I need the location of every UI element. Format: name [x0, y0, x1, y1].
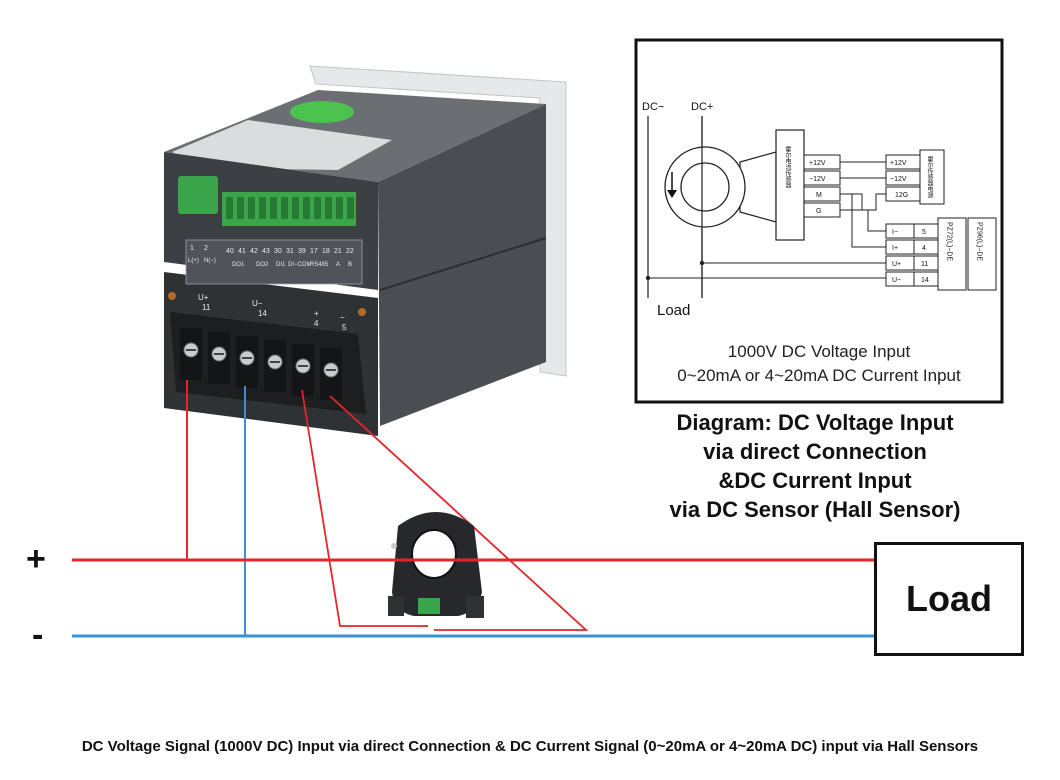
- inset-sensor-vertical-label: 霍尔电流传感器: [784, 146, 791, 189]
- meter-green-sticker: [290, 101, 354, 123]
- load-box-label: Load: [906, 578, 992, 619]
- inset-caption-line1: 1000V DC Voltage Input: [727, 342, 911, 361]
- meter-terminal-number: 30: [274, 248, 282, 255]
- inset-meter-box-a: [937, 217, 967, 291]
- supply-pin-label: +12V: [890, 160, 907, 167]
- current-minus-wire: [329, 395, 589, 631]
- meter-row-name: I+: [892, 245, 898, 252]
- inset-caption: 1000V DC Voltage Input 0~20mA or 4~20mA …: [636, 340, 1002, 388]
- diagram-title: Diagram: DC Voltage Input via direct Con…: [630, 408, 1000, 524]
- meter-top-terminal-labels: L(+) N(−) DO1 DO2 DI1 DI−COM RS485 A B: [188, 258, 352, 268]
- load-box: Load: [874, 542, 1024, 656]
- meter-terminal-number: 11: [202, 303, 211, 312]
- meter-terminal-number: 17: [310, 248, 318, 255]
- meter-terminal-label: A: [336, 262, 340, 268]
- inset-caption-line2: 0~20mA or 4~20mA DC Current Input: [677, 366, 961, 385]
- meter-terminal-number: 22: [346, 248, 354, 255]
- diagram-title-line2: via direct Connection: [703, 439, 927, 464]
- meter-terminal-number: 5: [342, 323, 347, 332]
- minus-sign: -: [32, 616, 44, 654]
- hall-sensor-aperture: [411, 529, 457, 579]
- inset-current-arrow-head: [667, 190, 677, 198]
- meter-row-name: U+: [892, 261, 901, 268]
- hall-sensor-green-terminal: [418, 598, 440, 614]
- meter-terminal-number: 39: [298, 248, 306, 255]
- meter-top-terminal-numbers: 1 2 40 41 42 43 30 31 39 17 18 21 22: [190, 245, 354, 255]
- diagram-title-line3: &DC Current Input: [718, 468, 912, 493]
- meter-spec-label: [172, 120, 392, 170]
- meter-screw-terminals: [180, 328, 342, 400]
- meter-terminal-number: 1: [190, 245, 194, 252]
- meter-terminal-number: 40: [226, 248, 234, 255]
- meter-green-terminal-slots: [226, 197, 354, 219]
- sensor-pin-label: G: [816, 208, 821, 215]
- diagram-title-line4: via DC Sensor (Hall Sensor): [669, 497, 961, 522]
- inset-sensor-pins: +12V −12V M G: [803, 154, 841, 218]
- hall-sensor-mount-right: [466, 596, 484, 618]
- meter-row-num: 11: [921, 261, 928, 268]
- inset-dc-minus-label: DC−: [642, 101, 664, 113]
- inset-load-label: Load: [657, 302, 690, 319]
- meter-terminal-number: 18: [322, 248, 330, 255]
- inset-supply-pins: +12V −12V 12G: [885, 154, 921, 202]
- inset-supply-box: [919, 149, 945, 205]
- meter-terminal-label: DI−COM: [288, 262, 312, 268]
- sensor-pin-label: −12V: [809, 176, 826, 183]
- meter-terminal-number: 2: [204, 245, 208, 252]
- inset-diagram: DC− DC+ Load 霍尔电流传感器 +12V −12V M G: [634, 38, 1004, 404]
- meter-green-terminal-strip: [222, 192, 356, 226]
- diagram-title-line1: Diagram: DC Voltage Input: [676, 410, 954, 435]
- meter-green-power-plug: [178, 176, 218, 214]
- meter-bottom-terminal-labels: U+ U− + − 11 14 4 5: [198, 293, 347, 332]
- inset-meter-model-a: PZ72(L)−DE: [946, 222, 953, 261]
- meter-terminal-label: L(+): [188, 258, 199, 264]
- meter-terminal-number: 31: [286, 248, 294, 255]
- meter-mount-screw: [168, 292, 176, 300]
- inset-sensor-ring-inner: [680, 162, 730, 212]
- meter-terminal-label: N(−): [204, 258, 216, 264]
- inset-meter-box-b: [967, 217, 997, 291]
- sensor-pin-label: +12V: [809, 160, 826, 167]
- meter-terminal-label: DO2: [256, 262, 269, 268]
- supply-pin-label: 12G: [895, 192, 908, 199]
- meter-terminal-label: RS485: [310, 262, 329, 268]
- meter-terminal-label: +: [314, 309, 319, 318]
- meter-row-num: 14: [921, 277, 929, 284]
- meter-terminal-label-plate: [185, 239, 363, 285]
- meter-row-name: I−: [892, 229, 898, 236]
- meter-terminal-number: 43: [262, 248, 270, 255]
- meter-terminal-label: U+: [198, 293, 209, 302]
- meter-terminal-label: U−: [252, 299, 263, 308]
- power-meter: 1 2 40 41 42 43 30 31 39 17 18 21 22 L(+…: [164, 65, 567, 436]
- hall-sensor: [72, 512, 874, 618]
- sensor-pin-label: M: [816, 192, 822, 199]
- meter-row-num: 5: [922, 229, 926, 236]
- hall-sensor-screw: [391, 543, 397, 549]
- meter-terminal-number: 21: [334, 248, 342, 255]
- meter-terminal-label: −: [340, 313, 345, 322]
- inset-meter-rows: I− 5 I+ 4 U+ 11 U− 14: [885, 223, 939, 287]
- meter-terminal-number: 4: [314, 319, 319, 328]
- hall-sensor-mount-left: [388, 596, 404, 616]
- meter-terminal-label: DI1: [276, 262, 286, 268]
- meter-mount-screw: [358, 308, 366, 316]
- bottom-caption: DC Voltage Signal (1000V DC) Input via d…: [81, 738, 979, 755]
- inset-meter-model-b: PZ96(L)−DE: [976, 222, 983, 261]
- meter-terminal-label: DO1: [232, 262, 245, 268]
- meter-terminal-number: 41: [238, 248, 246, 255]
- inset-dc-plus-label: DC+: [691, 101, 713, 113]
- meter-terminal-number: 14: [258, 309, 267, 318]
- meter-row-name: U−: [892, 277, 901, 284]
- inset-sensor-box: [775, 129, 805, 241]
- supply-pin-label: −12V: [890, 176, 907, 183]
- inset-supply-vertical-label: 霍尔传感器电源: [926, 156, 933, 199]
- plus-sign: +: [26, 540, 46, 578]
- meter-row-num: 4: [922, 245, 926, 252]
- meter-terminal-number: 42: [250, 248, 258, 255]
- meter-terminal-label: B: [348, 262, 352, 268]
- current-plus-wire: [301, 389, 428, 627]
